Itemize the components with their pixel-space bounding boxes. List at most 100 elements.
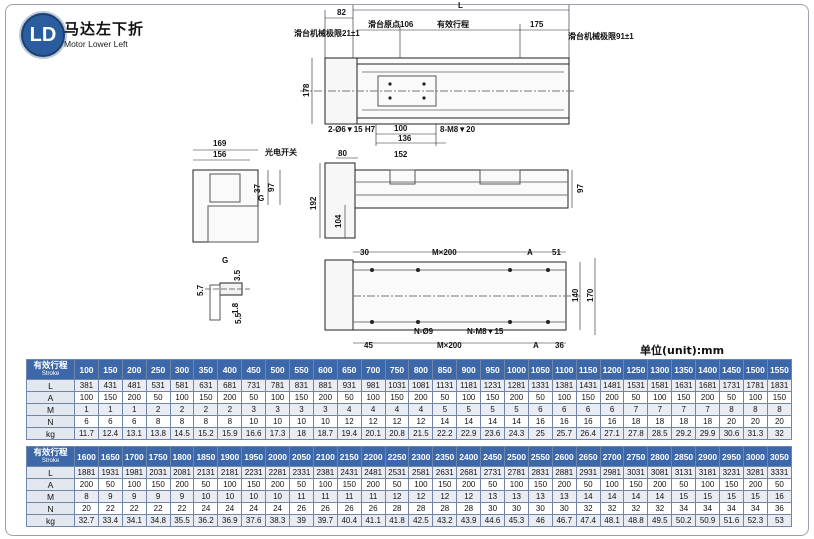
dim-97b: 97 xyxy=(576,184,585,193)
table-cell: 30 xyxy=(504,502,529,515)
table-cell: 1381 xyxy=(551,379,577,392)
row-label: A xyxy=(26,391,75,404)
table-cell: 1231 xyxy=(480,379,506,392)
table-cell: 100 xyxy=(217,478,243,491)
row-label: L xyxy=(26,466,75,479)
table-cell: 29.2 xyxy=(671,427,697,440)
table-cell: 150 xyxy=(241,478,267,491)
table-cell: 10 xyxy=(193,490,219,503)
table-cell: 3231 xyxy=(719,466,744,479)
table-cell: 34 xyxy=(719,502,744,515)
stroke-value-cell: 550 xyxy=(289,359,314,380)
table-cell: 50 xyxy=(671,478,697,491)
table-cell: 200 xyxy=(360,478,386,491)
dim-mx200-bot: M×200 xyxy=(437,341,462,350)
table-cell: 2681 xyxy=(456,466,482,479)
row-label: A xyxy=(26,478,75,491)
dim-100: 100 xyxy=(394,124,408,133)
table-cell: 100 xyxy=(360,391,386,404)
stroke-value-cell: 450 xyxy=(241,359,267,380)
table-cell: 18.7 xyxy=(312,427,338,440)
table-cell: 4 xyxy=(360,403,386,416)
table-cell: 30 xyxy=(480,502,506,515)
dim-5-5: 5.5 xyxy=(234,312,243,324)
dim-5-7: 5.7 xyxy=(196,284,205,296)
table-cell: 10 xyxy=(241,415,267,428)
table-cell: 26 xyxy=(289,502,314,515)
table-cell: 1481 xyxy=(599,379,625,392)
table-cell: 150 xyxy=(671,391,697,404)
table-cell: 12.4 xyxy=(97,427,123,440)
table-cell: 7 xyxy=(623,403,649,416)
table-cell: 48.8 xyxy=(623,514,649,527)
stroke-value-cell: 1700 xyxy=(121,446,147,467)
table-cell: 100 xyxy=(742,391,768,404)
stroke-value-cell: 1150 xyxy=(575,359,601,380)
table-cell: 24 xyxy=(265,502,291,515)
m8-label: 8-M8▼20 xyxy=(440,125,476,134)
table-cell: 10 xyxy=(241,490,267,503)
table-cell: 24 xyxy=(193,502,219,515)
table-cell: 1431 xyxy=(575,379,601,392)
table-cell: 200 xyxy=(121,391,147,404)
stroke-value-cell: 700 xyxy=(360,359,386,380)
table-cell: 3281 xyxy=(742,466,768,479)
table-cell: 50 xyxy=(336,391,362,404)
row-label: M xyxy=(26,403,75,416)
table-cell: 53 xyxy=(766,514,793,527)
stroke-label-en: Stroke xyxy=(41,457,60,464)
stroke-value-cell: 2950 xyxy=(719,446,744,467)
table-cell: 100 xyxy=(695,478,721,491)
table-cell: 11.7 xyxy=(74,427,99,440)
table-cell: 6 xyxy=(97,415,123,428)
table-cell: 50.9 xyxy=(695,514,721,527)
table-cell: 2831 xyxy=(527,466,553,479)
stroke-value-cell: 2400 xyxy=(456,446,482,467)
table-cell: 2931 xyxy=(575,466,601,479)
n-hole-label: N-Ø9 xyxy=(414,327,434,336)
table-cell: 28 xyxy=(384,502,410,515)
table-cell: 2381 xyxy=(312,466,338,479)
table-cell: 43.2 xyxy=(432,514,458,527)
table-cell: 150 xyxy=(623,478,649,491)
dim-a-bot: A xyxy=(533,341,539,350)
table-cell: 20 xyxy=(742,415,768,428)
table-cell: 32 xyxy=(766,427,793,440)
table-cell: 150 xyxy=(384,391,410,404)
table-cell: 3 xyxy=(241,403,267,416)
table-cell: 2631 xyxy=(432,466,458,479)
table-cell: 8 xyxy=(74,490,99,503)
stroke-value-cell: 1650 xyxy=(97,446,123,467)
table-cell: 100 xyxy=(121,478,147,491)
table-cell: 22 xyxy=(169,502,195,515)
table-cell: 2 xyxy=(217,403,243,416)
table-cell: 100 xyxy=(647,391,673,404)
table-cell: 1031 xyxy=(384,379,410,392)
table-cell: 50.2 xyxy=(671,514,697,527)
table-cell: 1281 xyxy=(504,379,529,392)
front-view-motor xyxy=(324,162,356,239)
table-cell: 200 xyxy=(504,391,529,404)
stroke-value-cell: 1500 xyxy=(742,359,768,380)
table-cell: 26.4 xyxy=(575,427,601,440)
table-cell: 32 xyxy=(575,502,601,515)
table-cell: 31.3 xyxy=(742,427,768,440)
table-cell: 150 xyxy=(97,391,123,404)
n-m8-label: N-M8▼15 xyxy=(467,327,504,336)
table-cell: 581 xyxy=(169,379,195,392)
table-cell: 28 xyxy=(456,502,482,515)
table-cell: 16 xyxy=(527,415,553,428)
table-cell: 9 xyxy=(169,490,195,503)
table-cell: 8 xyxy=(217,415,243,428)
table-cell: 1931 xyxy=(97,466,123,479)
table-cell: 5 xyxy=(480,403,506,416)
table-cell: 1 xyxy=(121,403,147,416)
stroke-value-cell: 2050 xyxy=(289,446,314,467)
dim-a-top: A xyxy=(527,248,533,257)
table-cell: 29.9 xyxy=(695,427,721,440)
table-cell: 1581 xyxy=(647,379,673,392)
stroke-value-cell: 1900 xyxy=(217,446,243,467)
table-cell: 1631 xyxy=(671,379,697,392)
